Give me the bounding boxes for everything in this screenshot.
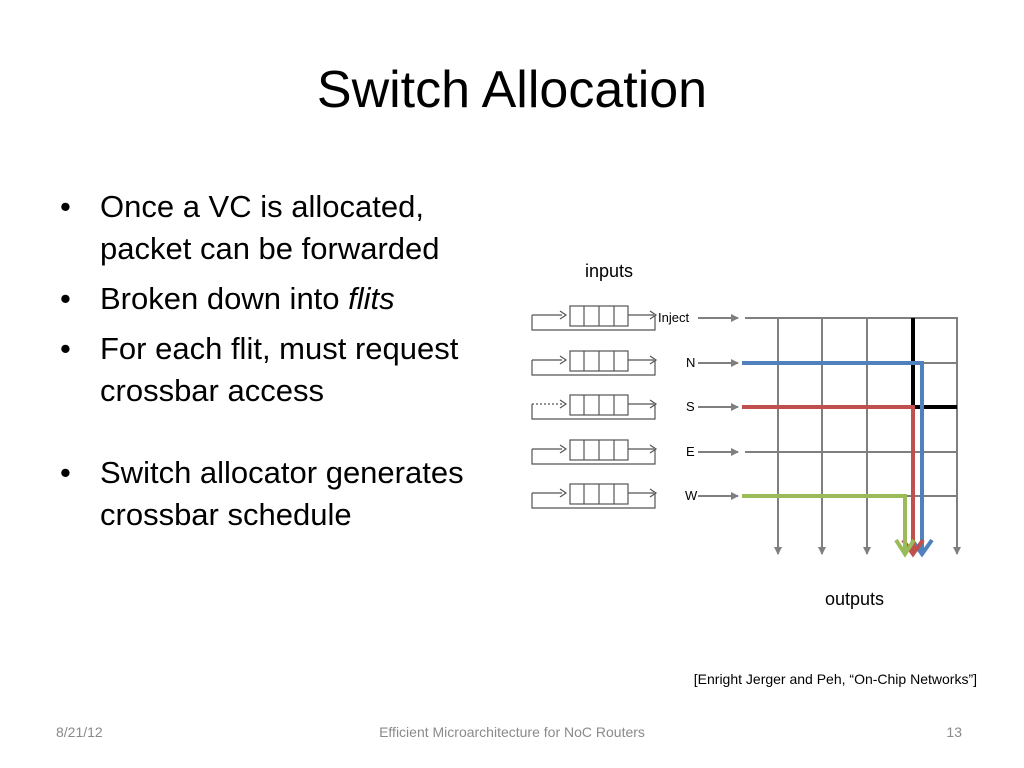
footer-title: Efficient Microarchitecture for NoC Rout… [379, 724, 645, 740]
input-buffer [531, 305, 658, 331]
west-path [742, 494, 907, 552]
citation: [Enright Jerger and Peh, “On-Chip Networ… [693, 671, 977, 687]
port-label: W [685, 488, 698, 503]
north-path [742, 361, 924, 552]
west-path-arrow [894, 538, 916, 558]
input-buffer [531, 439, 658, 465]
bullet-item: Once a VC is allocated, packet can be fo… [60, 186, 490, 270]
bullet-item: Broken down into flits [60, 278, 490, 320]
bullet-item: For each flit, must request crossbar acc… [60, 328, 490, 412]
crossbar-grid [745, 317, 961, 555]
south-path [742, 405, 915, 552]
port-label: E [686, 444, 695, 459]
outputs-label: outputs [825, 589, 884, 609]
footer-page-number: 13 [946, 724, 962, 740]
inputs-label: inputs [585, 261, 633, 281]
port-label: N [686, 355, 695, 370]
bullet-item: Switch allocator generates crossbar sche… [60, 452, 490, 536]
bullet-list: Once a VC is allocated, packet can be fo… [60, 186, 490, 544]
north-path-arrow [910, 538, 934, 558]
bullet-text: Broken down into [100, 281, 349, 316]
input-buffer [531, 394, 658, 420]
bullet-emphasis: flits [348, 281, 395, 316]
port-label: Inject [658, 310, 689, 325]
port-label: S [686, 399, 695, 414]
input-buffers [531, 305, 658, 509]
slide-title: Switch Allocation [316, 61, 708, 119]
footer-date: 8/21/12 [56, 724, 103, 740]
input-buffer [531, 350, 658, 376]
input-buffer [531, 483, 658, 509]
